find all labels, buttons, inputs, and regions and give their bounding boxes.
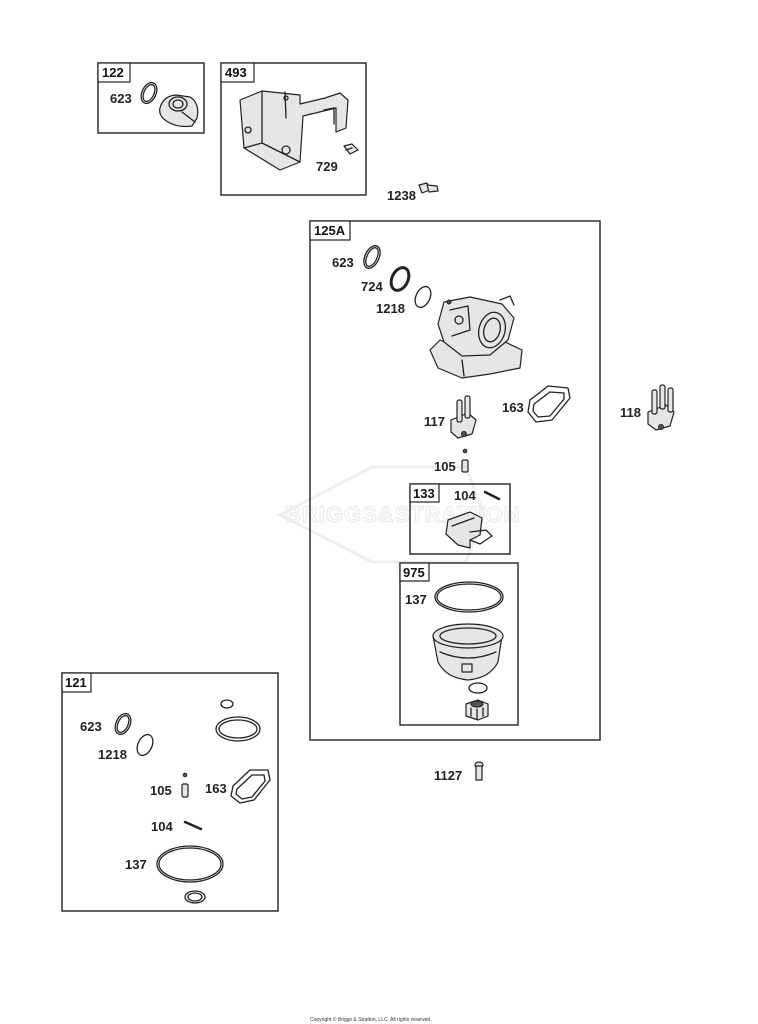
screw-1238 — [418, 182, 439, 194]
part-623-label[interactable]: 623 — [110, 91, 132, 106]
gasket-163 — [527, 385, 571, 423]
copyright-notice: Copyright © Briggs & Stratton, LLC. All … — [310, 1016, 432, 1023]
group-975-tag — [399, 562, 430, 582]
gasket-163-inner — [235, 774, 266, 800]
o-ring-137-inner — [158, 847, 222, 881]
group-133-tag — [409, 483, 440, 503]
group-975-number[interactable]: 975 — [403, 565, 425, 580]
bowl-washer — [184, 890, 206, 904]
part-729-label[interactable]: 729 — [316, 159, 338, 174]
group-125A-number[interactable]: 125A — [314, 223, 346, 238]
part-137-label[interactable]: 137 — [125, 857, 147, 872]
o-ring-623 — [363, 245, 381, 269]
group-122-frame — [97, 62, 205, 134]
group-133-number[interactable]: 133 — [413, 486, 435, 501]
group-975-frame — [399, 562, 519, 726]
group-122: 122 623 — [97, 62, 205, 134]
part-724-label[interactable]: 724 — [361, 279, 383, 294]
o-ring-623-inner — [116, 714, 130, 734]
part-1238: 1238 — [387, 182, 439, 203]
part-117-label[interactable]: 117 — [424, 414, 445, 429]
group-122-number[interactable]: 122 — [102, 65, 124, 80]
o-ring-623-inner — [142, 83, 156, 103]
o-ring-137 — [434, 581, 504, 613]
part-1238-label[interactable]: 1238 — [387, 188, 416, 203]
mounting-bracket — [239, 90, 349, 171]
part-104-label[interactable]: 104 — [151, 819, 173, 834]
o-ring-137-inner — [436, 583, 502, 611]
bowl-seal — [215, 716, 261, 742]
group-493-tag — [220, 62, 255, 83]
bowl-seal-inner — [218, 719, 258, 739]
gasket-1218 — [136, 733, 154, 757]
o-ring-623 — [114, 712, 132, 736]
brand-watermark: BRIGGS&STRATTON — [276, 465, 520, 564]
seal-724 — [389, 266, 411, 292]
group-121-number[interactable]: 121 — [65, 675, 87, 690]
group-493-frame — [220, 62, 367, 196]
part-1127: 1127 — [434, 761, 484, 783]
part-623-label[interactable]: 623 — [80, 719, 102, 734]
group-493: 493 729 — [220, 62, 367, 196]
part-104-label[interactable]: 104 — [454, 488, 476, 503]
part-118-label[interactable]: 118 — [620, 405, 641, 420]
watermark-text: BRIGGS&STRATTON — [285, 502, 520, 527]
group-121-tag — [61, 672, 92, 693]
carburetor-body — [429, 295, 523, 379]
part-1218-label[interactable]: 1218 — [98, 747, 127, 762]
part-105-label[interactable]: 105 — [434, 459, 456, 474]
group-121: 121 623 1218 105 163 104 137 — [61, 672, 279, 912]
clip-729 — [343, 143, 359, 155]
part-163-label[interactable]: 163 — [205, 781, 227, 796]
group-125A: 125A 623 724 1218 117 163 10 — [309, 220, 601, 741]
part-105-label[interactable]: 105 — [150, 783, 172, 798]
part-163-label[interactable]: 163 — [502, 400, 524, 415]
part-623-label[interactable]: 623 — [332, 255, 354, 270]
o-ring-623-inner — [365, 247, 379, 267]
group-125A-frame — [309, 220, 601, 741]
group-975: 975 137 — [399, 562, 519, 726]
o-ring-623 — [140, 81, 158, 105]
gasket-163 — [230, 769, 271, 804]
fuel-solenoid-117 — [450, 395, 477, 439]
jet-105 — [181, 772, 189, 798]
group-133: 133 104 — [409, 483, 511, 555]
part-1218-label[interactable]: 1218 — [376, 301, 405, 316]
group-121-frame — [61, 672, 279, 912]
part-1127-label[interactable]: 1127 — [434, 768, 462, 783]
fuel-solenoid-118 — [647, 384, 675, 431]
pin-104 — [183, 820, 203, 831]
float-bowl — [432, 623, 504, 681]
bowl-washer-inner — [187, 892, 203, 902]
bowl-washer — [468, 682, 488, 694]
float-133 — [445, 511, 493, 549]
pin-104 — [483, 490, 501, 501]
part-137-label[interactable]: 137 — [405, 592, 427, 607]
fuel-inlet-elbow — [159, 94, 199, 128]
part-118: 118 — [620, 384, 675, 431]
gasket-163-inner — [532, 391, 565, 418]
group-133-frame — [409, 483, 511, 555]
jet-105 — [461, 448, 469, 473]
group-125A-tag — [309, 220, 351, 241]
screw-1127 — [474, 761, 484, 781]
o-ring-137 — [156, 845, 224, 883]
small-o-ring — [220, 699, 234, 709]
bowl-nut — [465, 699, 489, 721]
gasket-1218 — [414, 285, 432, 309]
group-493-number[interactable]: 493 — [225, 65, 247, 80]
group-122-tag — [97, 62, 131, 83]
